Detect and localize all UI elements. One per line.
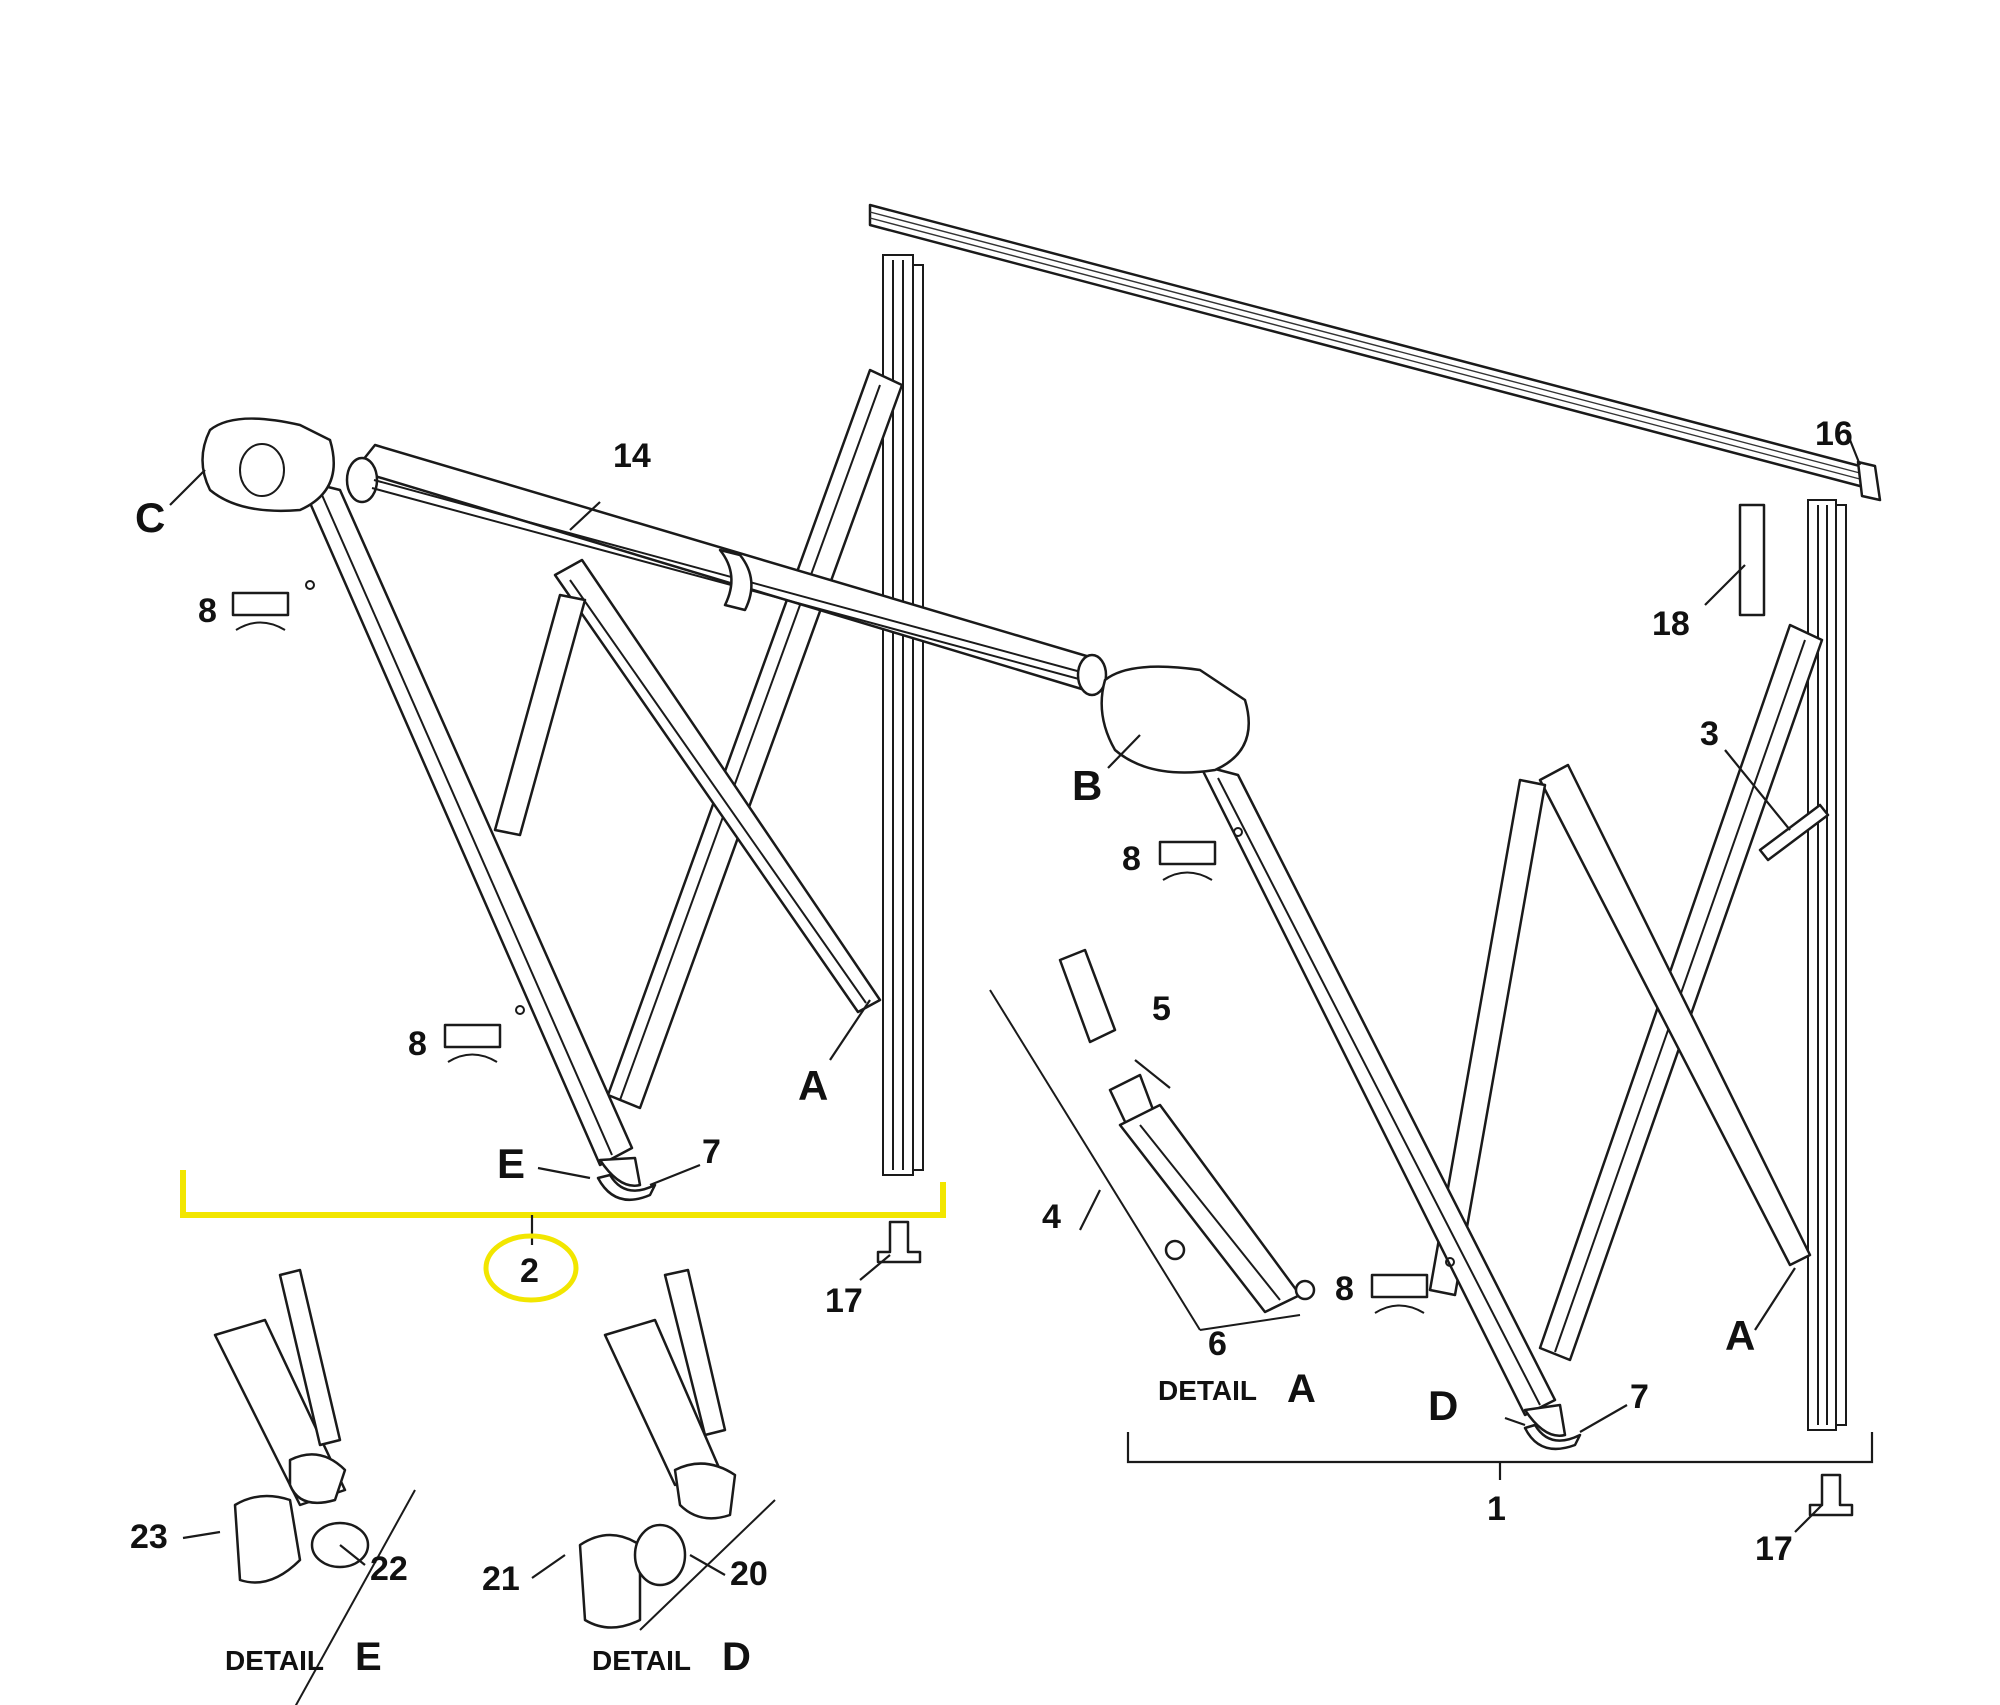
fastener-8-lower-left [443, 1023, 502, 1063]
right-arm-assembly [1100, 623, 1830, 1437]
callout-A-right: A [1725, 1312, 1755, 1359]
callout-20: 20 [730, 1555, 768, 1593]
detail-a-caption: DETAIL A [1158, 1367, 1316, 1411]
bracket-2-highlight [180, 1170, 946, 1218]
callout-7-left: 7 [702, 1133, 721, 1171]
detail-e-caption: DETAIL E [225, 1635, 382, 1679]
callout-E: E [497, 1140, 525, 1187]
detail-a-drawing [989, 948, 1316, 1331]
roller-tube [345, 443, 1108, 697]
detail-e-drawing [213, 1268, 416, 1705]
callout-2: 2 [520, 1252, 539, 1290]
callout-14: 14 [613, 437, 651, 475]
callout-17-left: 17 [825, 1282, 863, 1320]
part-18-plate [1738, 503, 1766, 617]
fastener-8-upper-left [231, 591, 290, 631]
svg-text:E: E [355, 1635, 382, 1679]
svg-text:A: A [1287, 1367, 1316, 1411]
callout-B: B [1072, 762, 1102, 809]
callout-17-right: 17 [1755, 1530, 1793, 1568]
callout-23: 23 [130, 1518, 168, 1556]
hook-7-left [596, 1173, 657, 1202]
callout-D: D [1428, 1382, 1458, 1429]
callout-7-right: 7 [1630, 1378, 1649, 1416]
callout-8-upper-left: 8 [198, 592, 217, 630]
awning-rail [868, 203, 1882, 502]
callout-8-right-lower: 8 [1335, 1270, 1354, 1308]
callout-22: 22 [370, 1550, 408, 1588]
right-wall-rail [1807, 499, 1847, 1431]
callout-5: 5 [1152, 990, 1171, 1028]
fastener-8-right-upper [1158, 840, 1217, 881]
callout-18: 18 [1652, 605, 1690, 643]
leader-lines [169, 439, 1862, 1579]
callout-16: 16 [1815, 415, 1853, 453]
left-arm-assembly [201, 368, 904, 1187]
callout-2-highlight-ring [483, 1233, 579, 1303]
hook-7-right [1523, 1423, 1582, 1451]
svg-text:DETAIL: DETAIL [1158, 1375, 1257, 1406]
callout-3: 3 [1700, 715, 1719, 753]
bracket-1 [1126, 1432, 1874, 1464]
svg-text:D: D [722, 1635, 751, 1679]
callout-8-lower-left: 8 [408, 1025, 427, 1063]
svg-text:DETAIL: DETAIL [592, 1645, 691, 1676]
callout-1: 1 [1487, 1490, 1506, 1528]
detail-d-caption: DETAIL D [592, 1635, 751, 1679]
foot-17-left [876, 1220, 922, 1264]
callout-8-right-upper: 8 [1122, 840, 1141, 878]
callout-4: 4 [1042, 1198, 1061, 1236]
svg-text:DETAIL: DETAIL [225, 1645, 324, 1676]
foot-17-right [1808, 1473, 1854, 1517]
callout-6: 6 [1208, 1325, 1227, 1363]
callout-C: C [135, 494, 165, 541]
callout-21: 21 [482, 1560, 520, 1598]
callout-A-left: A [798, 1062, 828, 1109]
detail-d-drawing [578, 1268, 776, 1631]
fastener-8-right-lower [1370, 1273, 1429, 1314]
